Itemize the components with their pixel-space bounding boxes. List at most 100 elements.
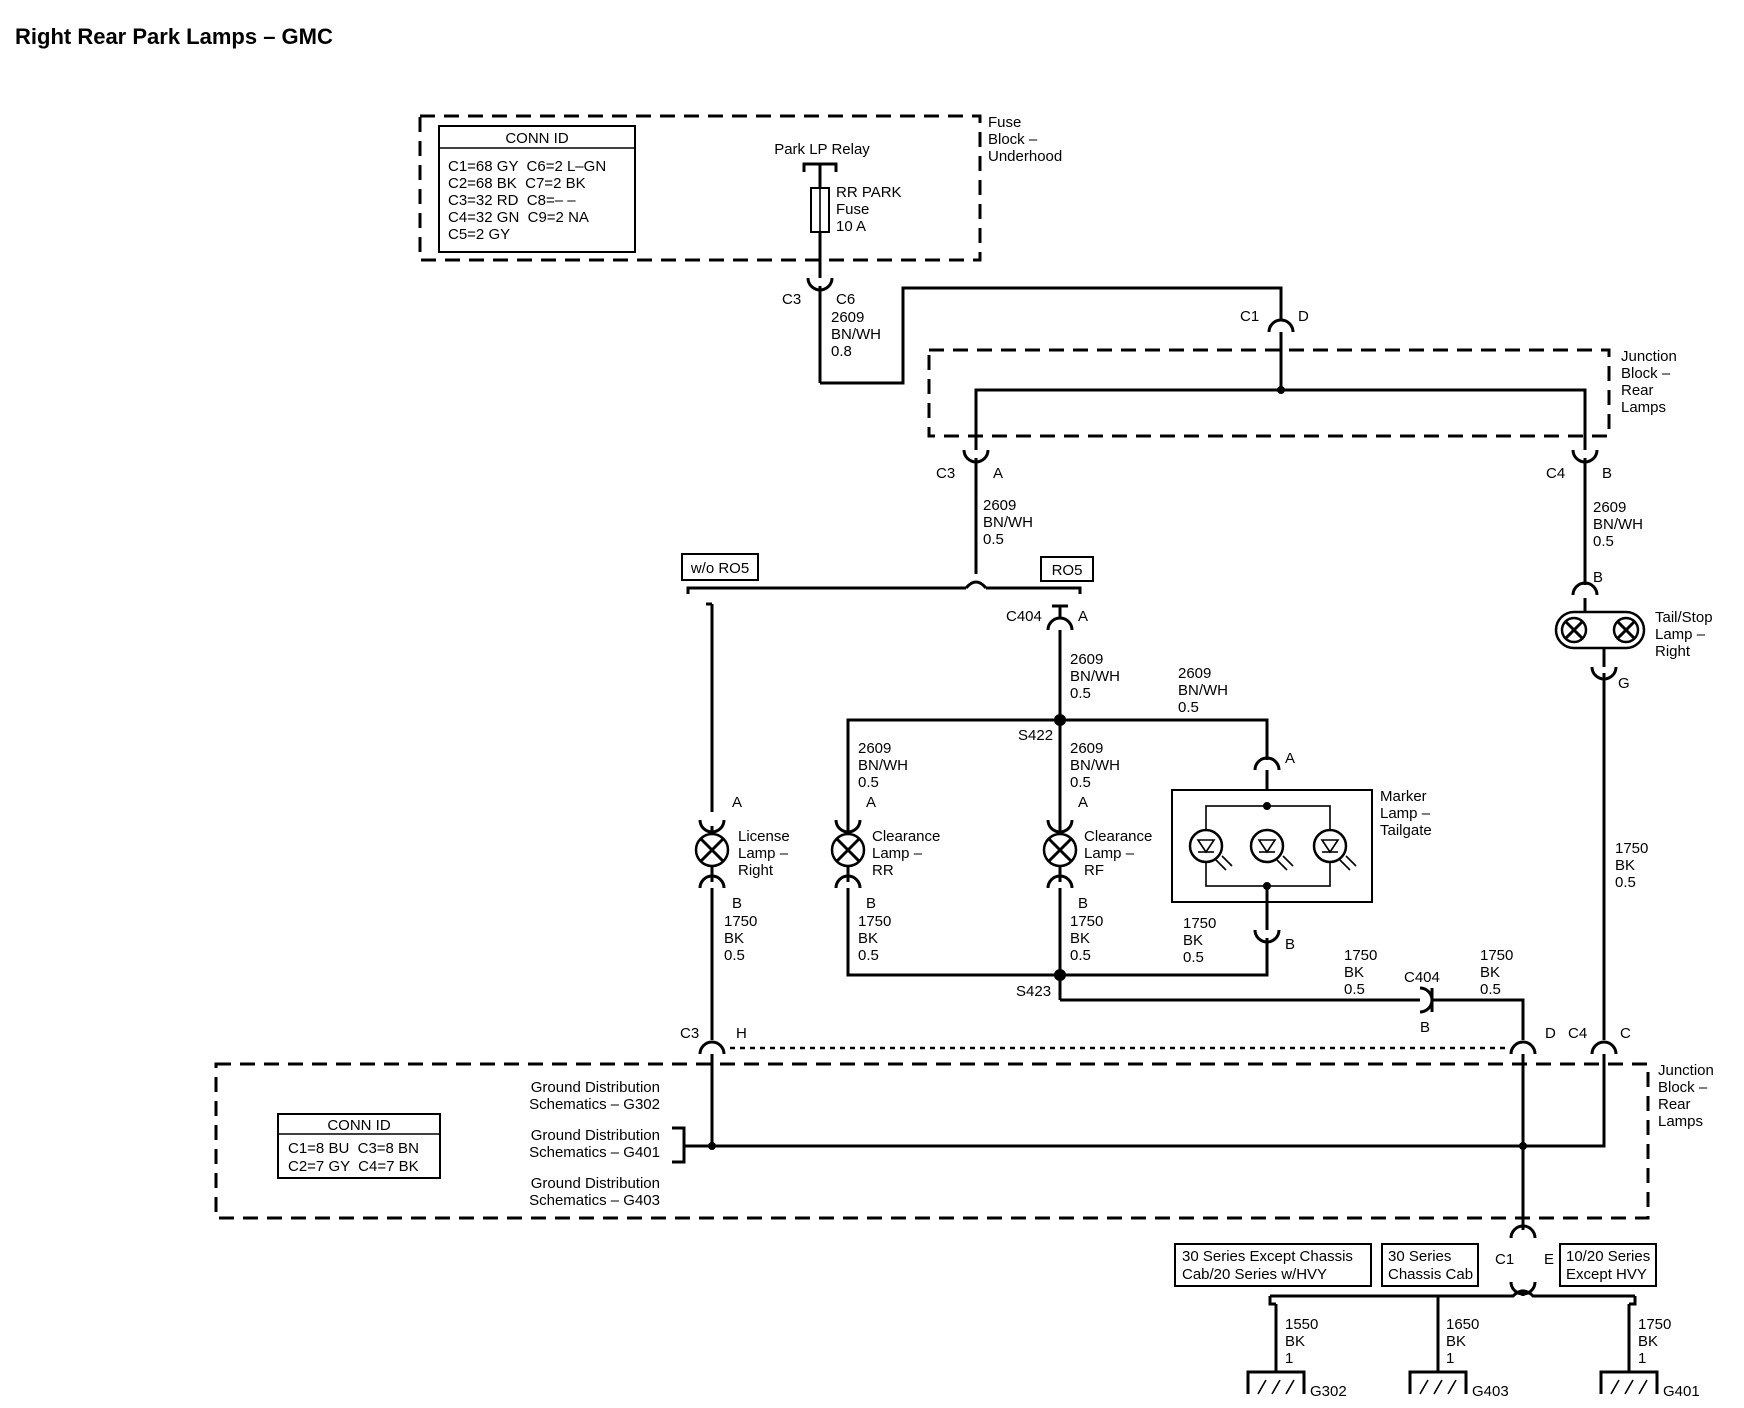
svg-text:BK: BK — [1638, 1333, 1658, 1350]
svg-text:0.5: 0.5 — [1344, 981, 1365, 998]
marker-lamp-tailgate: A B Marker Lamp – Tailgate — [1171, 750, 1432, 953]
svg-text:BK: BK — [1285, 1333, 1305, 1350]
svg-text:C404: C404 — [1006, 608, 1042, 625]
svg-text:H: H — [736, 1025, 747, 1042]
c404-connector-top: C404 A — [1006, 604, 1088, 631]
svg-text:Schematics – G403: Schematics – G403 — [529, 1192, 660, 1209]
svg-text:BN/WH: BN/WH — [1070, 757, 1120, 774]
c404-connector-bottom: C404 B — [1404, 969, 1440, 1036]
option-split — [686, 580, 1082, 594]
marker-led — [1188, 828, 1233, 871]
svg-text:Lamp –: Lamp – — [1084, 845, 1135, 862]
svg-text:BK: BK — [1344, 964, 1364, 981]
svg-text:Rear: Rear — [1658, 1096, 1691, 1113]
svg-text:B: B — [1593, 569, 1603, 586]
svg-text:G403: G403 — [1472, 1383, 1509, 1400]
svg-text:BK: BK — [1480, 964, 1500, 981]
junction-connector-c1-e: C1 E — [1495, 1222, 1554, 1296]
svg-text:2609: 2609 — [1070, 651, 1103, 668]
svg-text:C3: C3 — [680, 1025, 699, 1042]
svg-text:License: License — [738, 828, 790, 845]
svg-text:C1=8 BU C3=8 BN: C1=8 BU C3=8 BN — [288, 1140, 419, 1157]
svg-text:Ground Distribution: Ground Distribution — [531, 1079, 660, 1096]
svg-text:C1: C1 — [1495, 1251, 1514, 1268]
clearance-lamp-rf: A B Clearance Lamp – RF — [1042, 794, 1152, 912]
svg-text:1: 1 — [1638, 1350, 1646, 1367]
svg-text:w/o RO5: w/o RO5 — [690, 560, 749, 577]
conn-id-header: CONN ID — [505, 130, 569, 147]
ground-distribution-refs: Ground Distribution Schematics – G302 Gr… — [529, 1079, 660, 1209]
svg-text:Junction: Junction — [1658, 1062, 1714, 1079]
svg-text:30 Series: 30 Series — [1388, 1248, 1451, 1265]
svg-text:Cab/20 Series w/HVY: Cab/20 Series w/HVY — [1182, 1266, 1327, 1283]
svg-text:BK: BK — [1070, 930, 1090, 947]
svg-text:Clearance: Clearance — [872, 828, 940, 845]
relay-label: Park LP Relay — [774, 141, 870, 158]
svg-text:0.5: 0.5 — [1183, 949, 1204, 966]
fuse-label-line3: 10 A — [836, 218, 866, 235]
svg-text:1: 1 — [1446, 1350, 1454, 1367]
svg-text:0.5: 0.5 — [1480, 981, 1501, 998]
rr-park-fuse: RR PARK Fuse 10 A — [810, 184, 902, 235]
svg-text:1750: 1750 — [858, 913, 891, 930]
fuse-block-label-line3: Underhood — [988, 148, 1062, 165]
svg-text:0.5: 0.5 — [1593, 533, 1614, 550]
connector-pin: C6 — [836, 291, 855, 308]
svg-text:BK: BK — [724, 930, 744, 947]
connector-label: C3 — [782, 291, 801, 308]
fuse-block-label-line2: Block – — [988, 131, 1038, 148]
svg-text:C1: C1 — [1240, 308, 1259, 325]
svg-text:BN/WH: BN/WH — [1178, 682, 1228, 699]
ground-wire-label-rf: 1750 BK 0.5 — [1070, 913, 1103, 964]
svg-text:1750: 1750 — [1638, 1316, 1671, 1333]
svg-text:0.5: 0.5 — [1615, 874, 1636, 891]
park-wire-label-marker: 2609 BN/WH 0.5 — [1178, 665, 1228, 716]
svg-text:Schematics – G401: Schematics – G401 — [529, 1144, 660, 1161]
svg-text:0.5: 0.5 — [1178, 699, 1199, 716]
ground-g401: 1750 BK 1 G401 — [1599, 1296, 1700, 1400]
svg-text:Lamp –: Lamp – — [872, 845, 923, 862]
ground-wire-label-marker: 1750 BK 0.5 — [1183, 915, 1216, 966]
svg-text:10/20 Series: 10/20 Series — [1566, 1248, 1650, 1265]
marker-led — [1312, 828, 1357, 871]
ground-g403: 1650 BK 1 G403 — [1408, 1296, 1509, 1400]
svg-text:Schematics – G302: Schematics – G302 — [529, 1096, 660, 1113]
svg-text:B: B — [732, 895, 742, 912]
svg-text:C3: C3 — [936, 465, 955, 482]
junction-connector-d: D — [1509, 1025, 1556, 1055]
ground-wire-label-license: 1750 BK 0.5 — [724, 913, 757, 964]
svg-text:0.5: 0.5 — [1070, 774, 1091, 791]
svg-text:Junction: Junction — [1621, 348, 1677, 365]
svg-text:RO5: RO5 — [1052, 562, 1083, 579]
svg-text:A: A — [1285, 750, 1295, 767]
svg-text:Right: Right — [738, 862, 774, 879]
svg-text:BN/WH: BN/WH — [983, 514, 1033, 531]
svg-text:2609: 2609 — [1178, 665, 1211, 682]
splice-s422-label: S422 — [1018, 727, 1053, 744]
svg-text:RF: RF — [1084, 862, 1104, 879]
svg-text:0.8: 0.8 — [831, 343, 852, 360]
svg-text:A: A — [993, 465, 1003, 482]
svg-text:0.5: 0.5 — [1070, 685, 1091, 702]
svg-text:Ground Distribution: Ground Distribution — [531, 1175, 660, 1192]
svg-text:A: A — [1078, 794, 1088, 811]
marker-led — [1249, 828, 1294, 871]
svg-text:G302: G302 — [1310, 1383, 1347, 1400]
svg-text:Chassis Cab: Chassis Cab — [1388, 1266, 1473, 1283]
svg-text:1750: 1750 — [1183, 915, 1216, 932]
ground-wire-label-c404-right: 1750 BK 0.5 — [1480, 947, 1513, 998]
option-label-ro5: RO5 — [1040, 556, 1094, 582]
svg-text:BN/WH: BN/WH — [831, 326, 881, 343]
svg-text:Lamp –: Lamp – — [738, 845, 789, 862]
conn-id-row: C4=32 GN C9=2 NA — [448, 209, 589, 226]
fuse-label-line1: RR PARK — [836, 184, 902, 201]
svg-text:A: A — [866, 794, 876, 811]
svg-text:BK: BK — [1615, 857, 1635, 874]
svg-text:Block –: Block – — [1621, 365, 1671, 382]
svg-text:Except HVY: Except HVY — [1566, 1266, 1647, 1283]
svg-text:BN/WH: BN/WH — [858, 757, 908, 774]
svg-text:1550: 1550 — [1285, 1316, 1318, 1333]
park-lamp-relay: Park LP Relay — [774, 141, 870, 188]
svg-text:Lamps: Lamps — [1658, 1113, 1703, 1130]
